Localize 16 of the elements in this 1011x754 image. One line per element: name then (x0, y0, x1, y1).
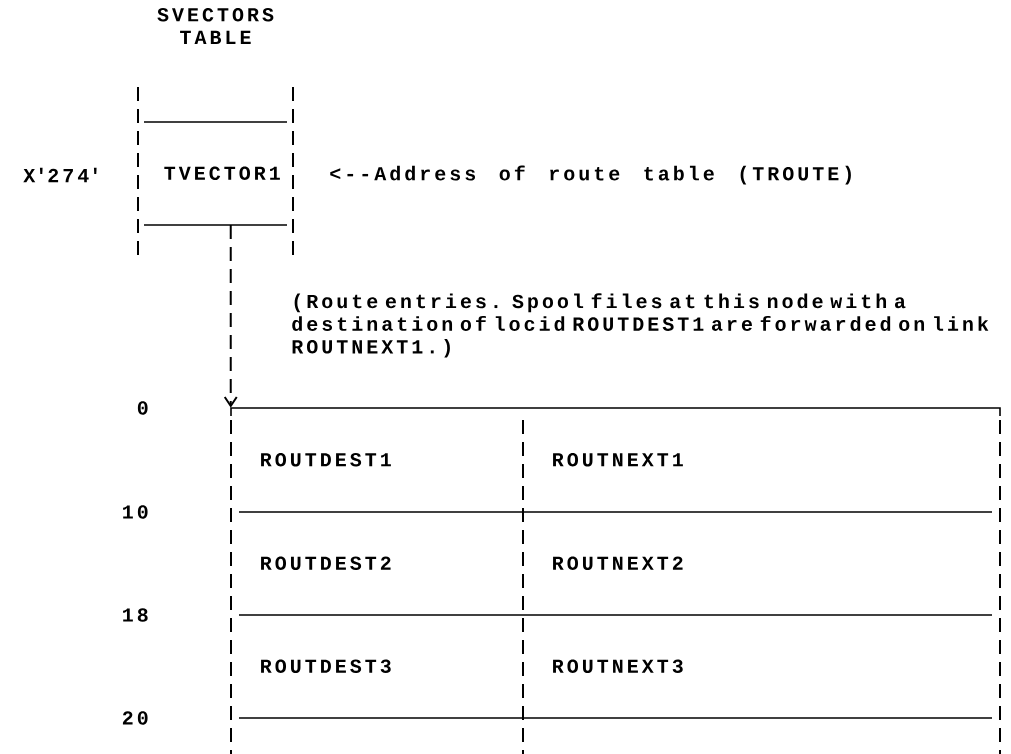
route-table (230, 407, 1001, 754)
offset-number: 0 (137, 401, 148, 415)
arrow (223, 224, 238, 408)
table-cell: ROUTDEST3 (261, 659, 391, 674)
table-cell: ROUTDEST2 (261, 556, 391, 570)
offset-number: 10 (123, 505, 148, 519)
table-cell: ROUTDEST1 (261, 452, 391, 467)
table-cell: ROUTNEXT2 (553, 556, 683, 570)
offset-number: 18 (123, 608, 148, 622)
offset-number: 20 (122, 711, 148, 725)
note-text: (Route entries. Spool files at this node with a destination of locid ROUTDEST1 are forwarded on link ROUTNEXT1.) (292, 293, 989, 358)
table-cell: ROUTNEXT3 (553, 659, 683, 674)
table-cell: ROUTNEXT1 (553, 452, 683, 467)
address-label: X'274' (23, 167, 97, 183)
table-cell: TVECTOR1 (143, 121, 288, 226)
note-text: <--Address of route table (TROUTE) (330, 165, 851, 185)
